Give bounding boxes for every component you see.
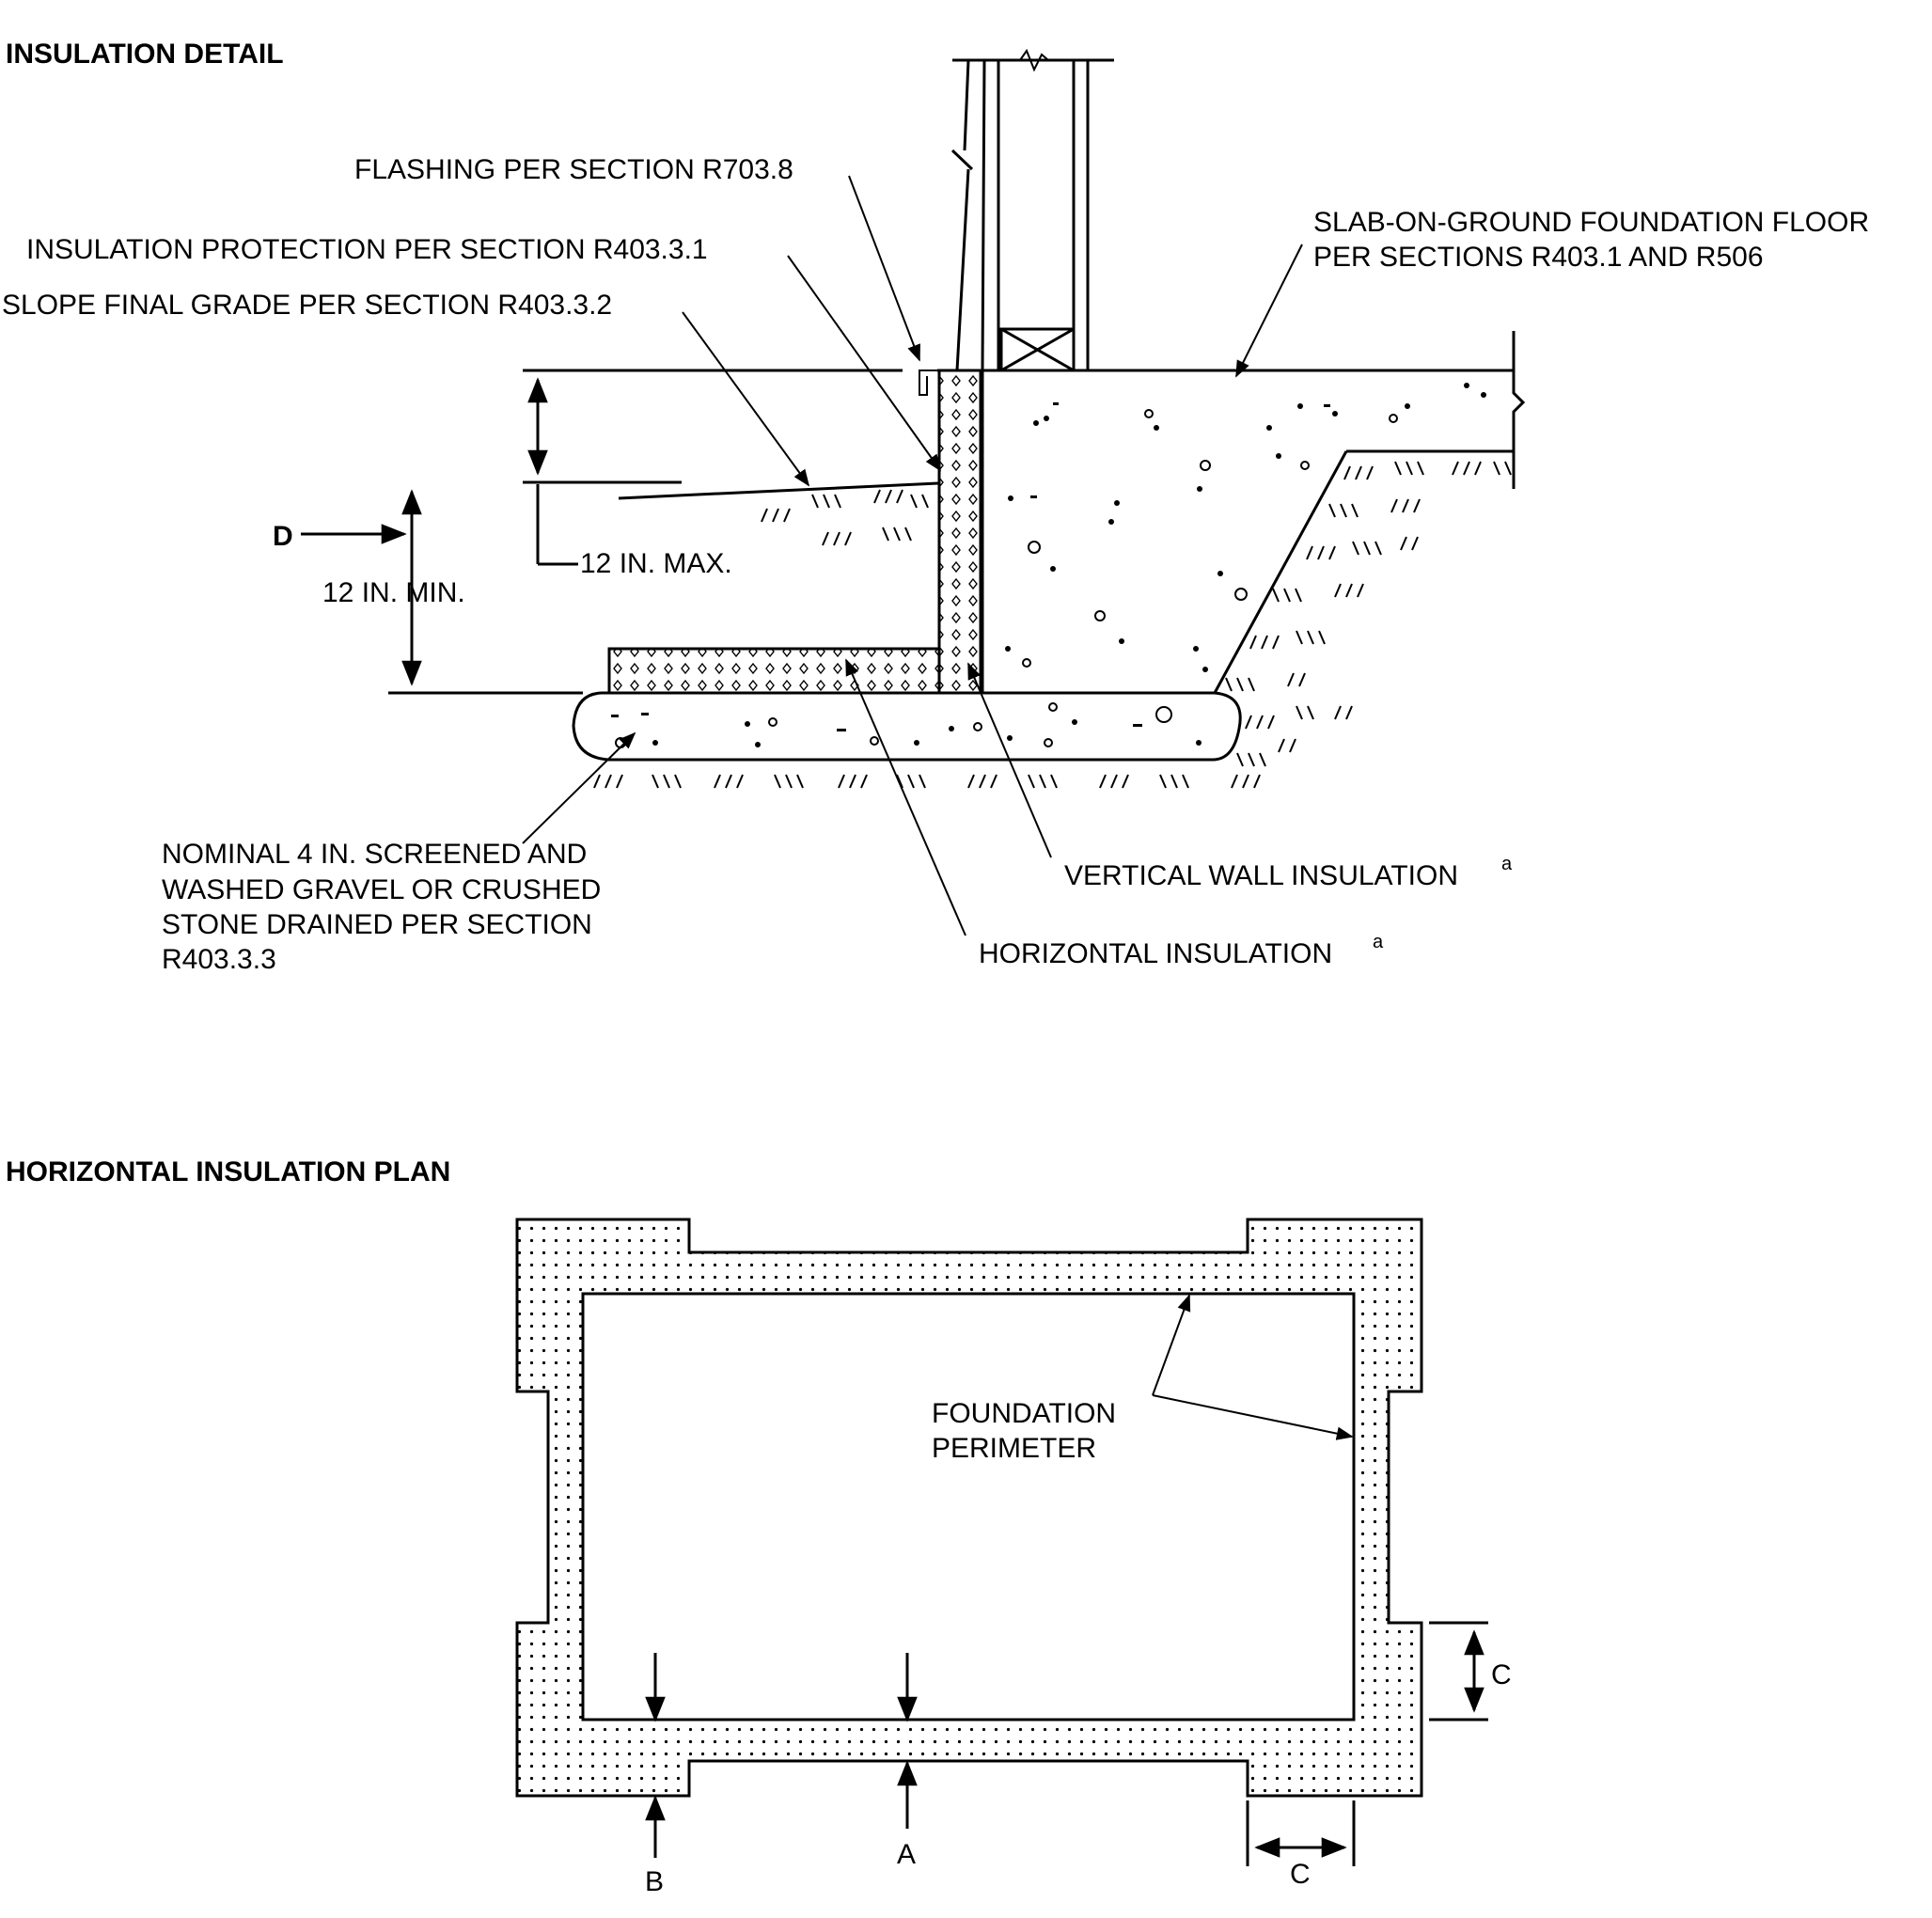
flashing [919, 369, 938, 396]
label-foundation-line1: FOUNDATION [932, 1398, 1116, 1429]
slab-on-ground [523, 331, 1526, 694]
soil-hatching [593, 461, 1512, 789]
label-gravel-line3: STONE DRAINED PER SECTION [162, 909, 592, 940]
wall-framing [950, 48, 1114, 372]
label-slab-line1: SLAB-ON-GROUND FOUNDATION FLOOR [1313, 207, 1869, 238]
label-foundation-line2: PERIMETER [932, 1433, 1096, 1464]
label-dim-c-horizontal: C [1290, 1859, 1311, 1890]
gravel-bed [572, 691, 1242, 762]
label-insulation-protection: INSULATION PROTECTION PER SECTION R403.3… [26, 234, 708, 265]
label-slope-final-grade: SLOPE FINAL GRADE PER SECTION R403.3.2 [2, 290, 612, 321]
label-dim-c-vertical: C [1491, 1659, 1512, 1690]
foundation-perimeter [581, 1292, 1356, 1721]
label-dim-d: D [273, 521, 293, 552]
label-vertical-insulation: VERTICAL WALL INSULATION [1064, 860, 1458, 891]
label-dim-b: B [645, 1866, 664, 1897]
dimension-lines [301, 377, 682, 695]
label-gravel-line4: R403.3.3 [162, 944, 276, 975]
footnote-horizontal: a [1373, 932, 1384, 952]
label-12in-max: 12 IN. MAX. [580, 548, 732, 579]
label-horizontal-insulation: HORIZONTAL INSULATION [979, 938, 1332, 969]
label-gravel-line2: WASHED GRAVEL OR CRUSHED [162, 874, 601, 905]
label-slab-line2: PER SECTIONS R403.1 AND R506 [1313, 242, 1764, 273]
label-gravel-line1: NOMINAL 4 IN. SCREENED AND [162, 839, 587, 870]
horizontal-insulation [607, 647, 941, 695]
vertical-wall-insulation [937, 369, 982, 695]
final-grade-line [618, 481, 939, 500]
label-dim-a: A [897, 1839, 916, 1870]
label-12in-min: 12 IN. MIN. [322, 577, 465, 608]
detail-title: INSULATION DETAIL [6, 39, 284, 70]
plan-leaders [645, 1294, 1488, 1866]
detail-leaders [522, 175, 1303, 936]
footnote-vertical: a [1501, 854, 1513, 874]
label-flashing: FLASHING PER SECTION R703.8 [354, 154, 793, 185]
plan-title: HORIZONTAL INSULATION PLAN [6, 1156, 450, 1187]
plan-insulation [515, 1218, 1423, 1798]
